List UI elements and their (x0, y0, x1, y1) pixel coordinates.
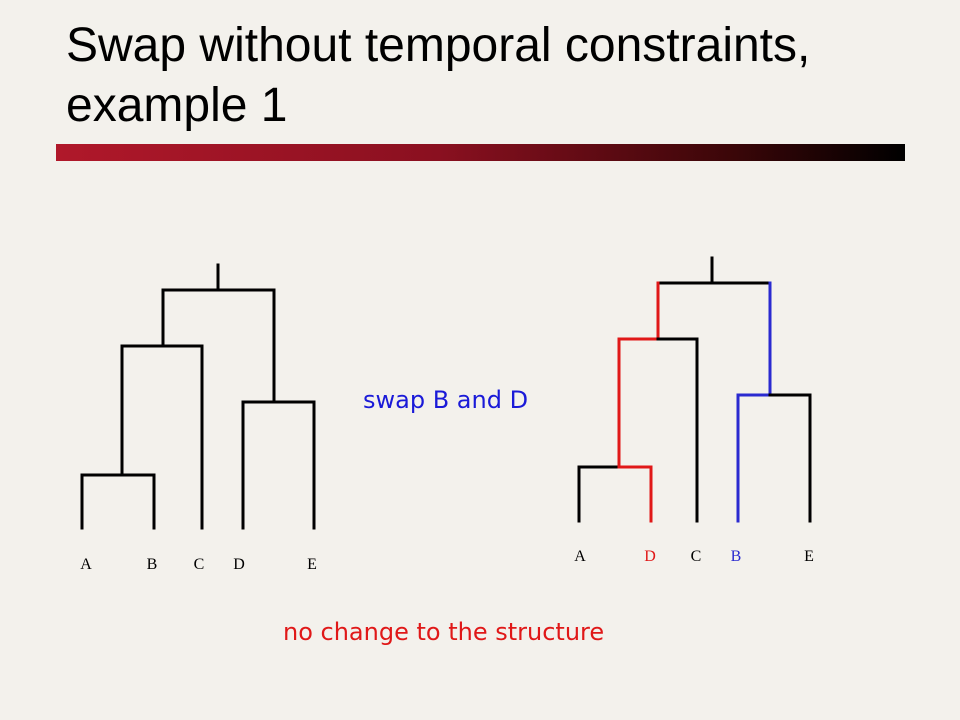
slide-title-line-2: example 1 (66, 79, 288, 132)
left-leaf-label-a: A (80, 556, 92, 573)
left-tree (80, 263, 316, 530)
left-tree-leaf-labels: A B C D E (80, 556, 317, 573)
right-leaf-label-d: D (644, 548, 656, 565)
slide-title: Swap without temporal constraints, examp… (66, 16, 926, 136)
left-leaf-label-e: E (307, 556, 317, 573)
left-leaf-label-b: B (147, 556, 158, 573)
swap-caption: swap B and D (363, 386, 529, 414)
right-leaf-label-a: A (574, 548, 586, 565)
right-tree (577, 256, 812, 523)
left-leaf-label-c: C (194, 556, 205, 573)
structure-caption: no change to the structure (283, 618, 605, 646)
slide-title-line-1: Swap without temporal constraints, (66, 19, 811, 72)
right-tree-leaf-labels: A D C B E (574, 548, 814, 565)
left-leaf-label-d: D (233, 556, 245, 573)
right-leaf-label-c: C (691, 548, 702, 565)
title-divider-bar (56, 144, 905, 161)
right-leaf-label-e: E (804, 548, 814, 565)
right-leaf-label-b: B (731, 548, 742, 565)
